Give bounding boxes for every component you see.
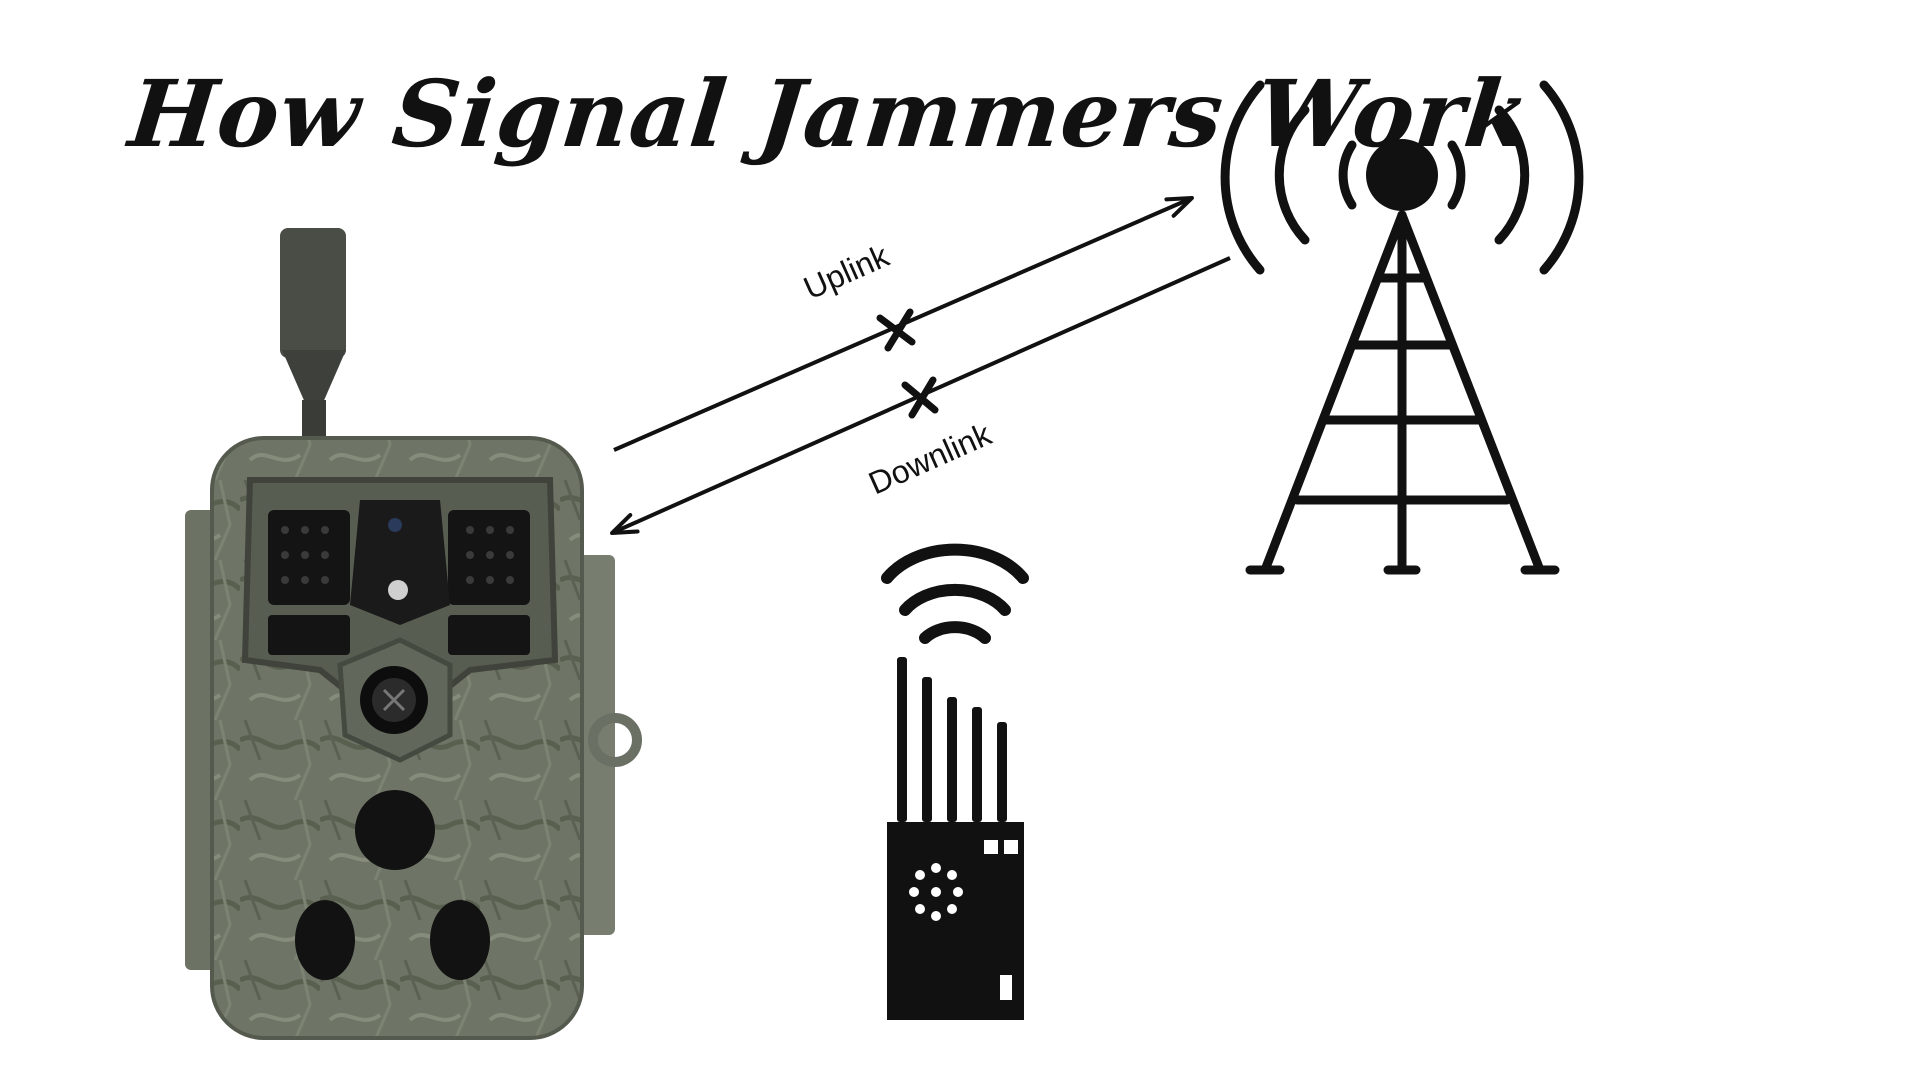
uplink-label: Uplink (798, 237, 895, 306)
downlink-blocked-x-icon (901, 376, 939, 419)
antenna-icon (280, 228, 346, 358)
pir-sensor-icon (355, 790, 435, 870)
jammer-antennas (897, 657, 1007, 822)
signal-jammer-icon (881, 543, 1029, 1020)
trail-camera-icon (185, 228, 642, 1040)
uplink-blocked-x-icon (876, 308, 916, 352)
cell-tower-icon (1220, 80, 1584, 575)
wifi-waves-icon (881, 543, 1029, 644)
camera-lens-icon (337, 637, 453, 763)
downlink-label: Downlink (863, 415, 997, 501)
